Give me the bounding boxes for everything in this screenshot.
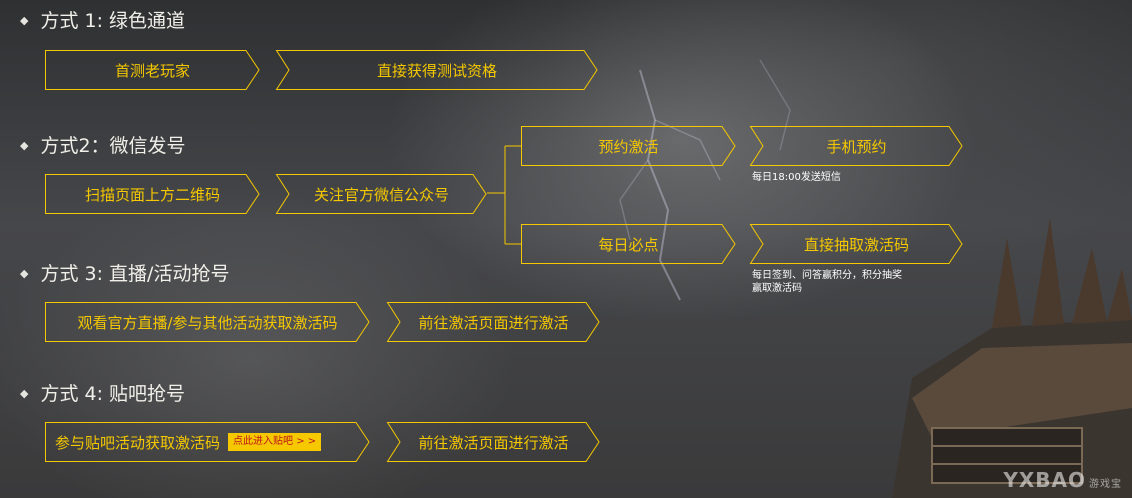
arrow-frame [45,174,260,214]
arrow-frame [45,302,370,342]
note-line: 赢取激活码 [752,283,802,294]
method-2-branch-1-note: 每日18:00发送短信 [752,172,841,183]
arrow-frame [386,302,600,342]
method-2-branch-2-step: 每日必点 [521,224,736,264]
arrow-frame [45,422,370,462]
arrow-frame [275,50,598,90]
method-4-step-2: 前往激活页面进行激活 [386,422,600,462]
arrow-frame [521,126,736,166]
method-1-heading: ◆方式 1: 绿色通道 [20,10,186,32]
arrow-frame [749,224,963,264]
method-1-step-1: 首测老玩家 [45,50,260,90]
method-1-step-2: 直接获得测试资格 [275,50,598,90]
diamond-bullet-icon: ◆ [20,267,29,280]
diamond-bullet-icon: ◆ [20,139,29,152]
method-2-branch-1-result: 手机预约 [749,126,963,166]
tieba-link-button[interactable]: 点此进入贴吧 > > [228,433,322,451]
arrow-frame [275,174,487,214]
method-2-branch-2-note: 每日签到、问答赢积分，积分抽奖 赢取激活码 [752,269,902,295]
note-line: 每日签到、问答赢积分，积分抽奖 [752,270,902,281]
method-3-step-1: 观看官方直播/参与其他活动获取激活码 [45,302,370,342]
arrow-frame [45,50,260,90]
method-4-step-1: 参与贴吧活动获取激活码 点此进入贴吧 > > [45,422,370,462]
truck-decoration [892,218,1132,498]
arrow-frame [521,224,736,264]
method-2-step-2: 关注官方微信公众号 [275,174,487,214]
arrow-frame [386,422,600,462]
method-3-heading: ◆方式 3: 直播/活动抢号 [20,263,230,285]
diamond-bullet-icon: ◆ [20,14,29,27]
method-2-step-1: 扫描页面上方二维码 [45,174,260,214]
method-4-heading: ◆方式 4: 贴吧抢号 [20,383,186,405]
method-3-step-2: 前往激活页面进行激活 [386,302,600,342]
method-2-heading: ◆方式2：微信发号 [20,135,186,157]
method-2-branch-2-result: 直接抽取激活码 [749,224,963,264]
arrow-frame [749,126,963,166]
method-2-branch-1-step: 预约激活 [521,126,736,166]
diamond-bullet-icon: ◆ [20,387,29,400]
